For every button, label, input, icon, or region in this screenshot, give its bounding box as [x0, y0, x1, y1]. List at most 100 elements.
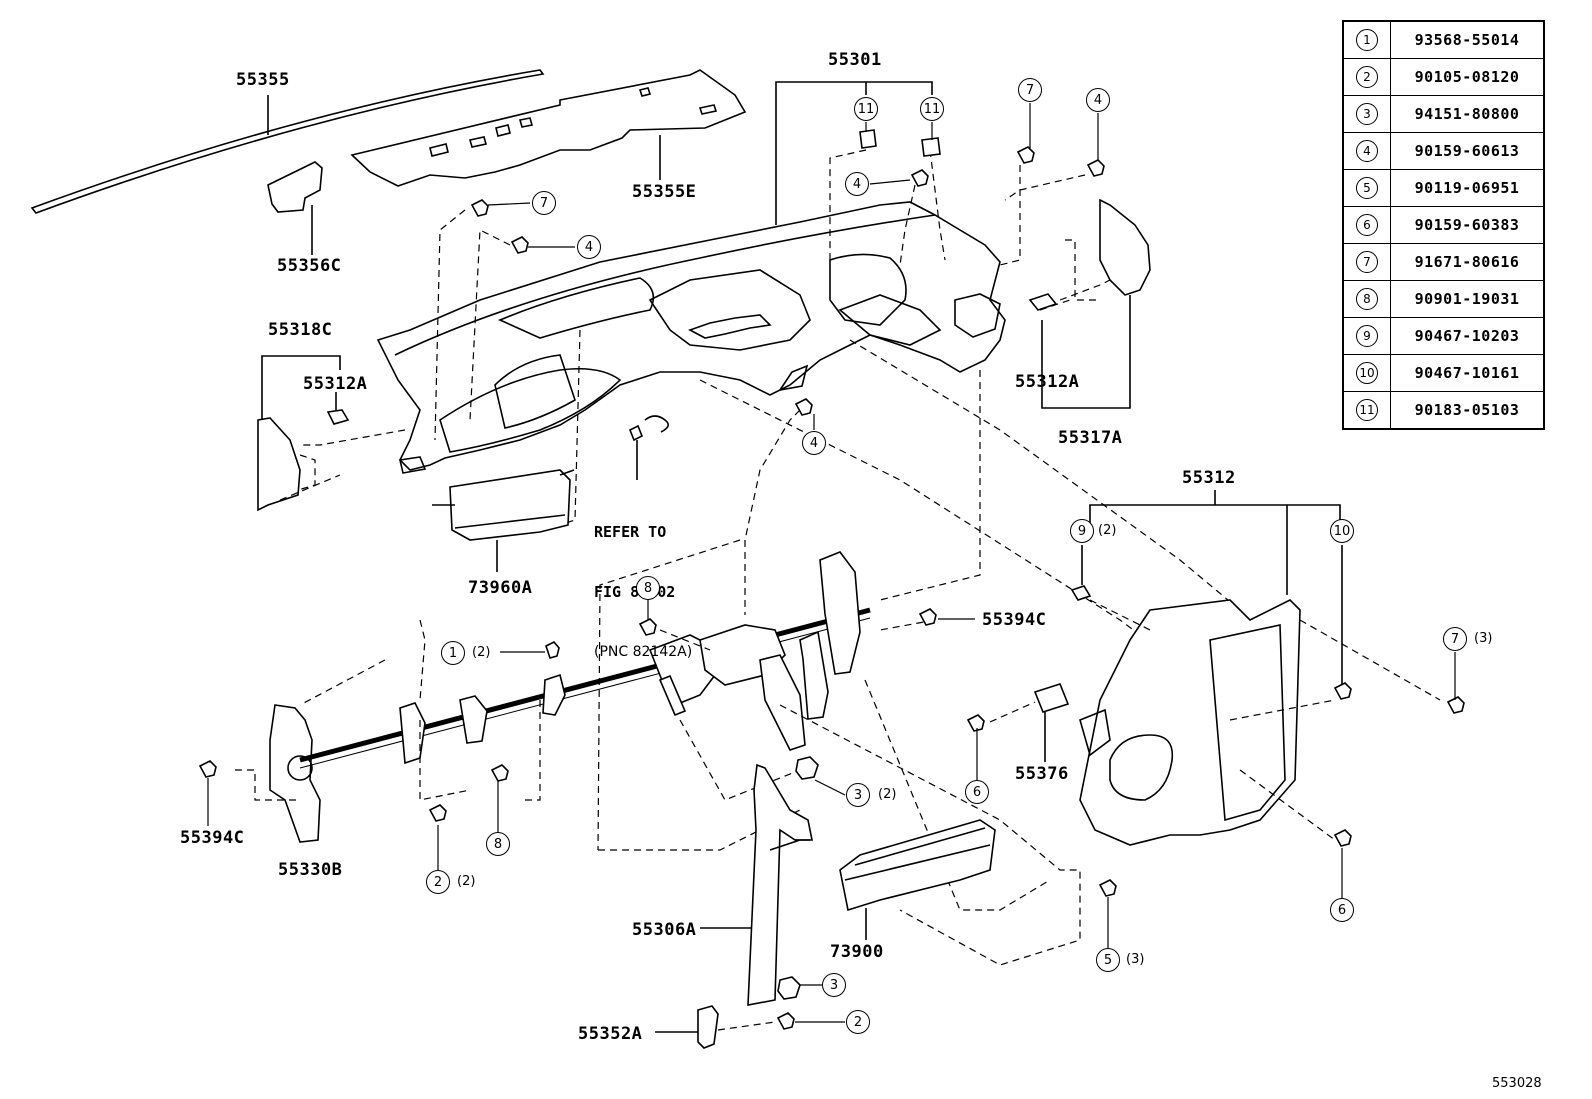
callout-1: 1: [441, 641, 465, 665]
callout-10: 10: [1330, 519, 1354, 543]
bolt-icon: [1333, 829, 1352, 847]
part-55312-glovebox: [1079, 599, 1301, 846]
part-55352A-bracket: [697, 1005, 719, 1049]
bolt-icon: [490, 764, 509, 782]
callout-2: 2: [426, 870, 450, 894]
qty-7: (3): [1474, 631, 1493, 646]
part-55317A-cover: [1099, 198, 1151, 296]
label-55301: 55301: [828, 50, 882, 70]
part-55318C-cover: [257, 417, 301, 512]
part-55355E-plate: [350, 69, 747, 187]
part-55355-strip: [30, 69, 545, 214]
clip-icon: [921, 137, 941, 157]
label-73960A: 73960A: [468, 578, 533, 598]
label-55355E: 55355E: [632, 182, 697, 202]
callout-9: 9: [1070, 519, 1094, 543]
leader-55312: [1089, 504, 1341, 530]
part-73900-airbag: [839, 819, 996, 912]
legend-key: 11: [1356, 399, 1378, 421]
legend-key-cell: 4: [1342, 132, 1391, 170]
legend-part-number: 90183-05103: [1390, 391, 1545, 430]
bolt-icon: [910, 169, 929, 187]
callout-6: 6: [965, 780, 989, 804]
nut-3a: [795, 756, 819, 780]
bolt-icon: [545, 641, 560, 659]
bolt-icon: [918, 608, 937, 626]
legend-key-cell: 5: [1342, 169, 1391, 207]
legend-key-cell: 11: [1342, 391, 1391, 430]
legend-part-number: 90105-08120: [1390, 58, 1545, 96]
legend-key-cell: 3: [1342, 95, 1391, 133]
legend-part-number: 91671-80616: [1390, 243, 1545, 281]
callout-8: 8: [636, 576, 660, 600]
part-73960A-airbag: [449, 469, 571, 541]
bolt-icon: [470, 199, 489, 217]
legend-row: 7 91671-80616: [1342, 243, 1545, 281]
bolt-icon: [1446, 696, 1465, 714]
label-55355: 55355: [236, 70, 290, 90]
legend-key: 9: [1356, 325, 1378, 347]
legend-part-number: 90467-10161: [1390, 354, 1545, 392]
callout-7: 7: [1018, 78, 1042, 102]
callout-6: 6: [1330, 898, 1354, 922]
qty-2: (2): [457, 874, 476, 889]
label-73900: 73900: [830, 942, 884, 962]
part-55330B-bracket: [269, 704, 321, 843]
part-55356C-pad: [267, 161, 323, 213]
label-55312: 55312: [1182, 468, 1236, 488]
label-55317A: 55317A: [1058, 428, 1123, 448]
refer-line-1: REFER TO: [594, 523, 667, 541]
callout-3: 3: [822, 973, 846, 997]
part-55376-bracket: [1033, 683, 1070, 713]
label-55376: 55376: [1015, 764, 1069, 784]
legend-key: 10: [1356, 362, 1378, 384]
label-55312A-right: 55312A: [1015, 372, 1080, 392]
legend-row: 3 94151-80800: [1342, 95, 1545, 133]
legend-part-number: 94151-80800: [1390, 95, 1545, 133]
part-55312A-left-clip: [326, 409, 350, 425]
bolt-icon: [510, 236, 529, 254]
legend-part-number: 90159-60613: [1390, 132, 1545, 170]
bolt-icon: [198, 760, 217, 778]
legend-key-cell: 9: [1342, 317, 1391, 355]
callout-4: 4: [845, 172, 869, 196]
label-55394C-left: 55394C: [180, 828, 245, 848]
legend-key-cell: 8: [1342, 280, 1391, 318]
legend-row: 11 90183-05103: [1342, 391, 1545, 430]
leader-55317A: [1041, 295, 1131, 409]
bolt-icon: [794, 398, 813, 416]
legend-key: 1: [1356, 29, 1378, 51]
callout-3: 3: [846, 783, 870, 807]
part-55312A-right-clip: [1028, 293, 1058, 311]
legend-part-number: 90119-06951: [1390, 169, 1545, 207]
legend-key: 3: [1356, 103, 1378, 125]
part-9-clip: [1070, 585, 1092, 601]
legend-key-cell: 1: [1342, 20, 1391, 59]
callout-7: 7: [532, 191, 556, 215]
callout-4: 4: [577, 235, 601, 259]
figure-id: 553028: [1492, 1076, 1542, 1091]
bolt-icon: [1086, 159, 1105, 177]
legend-key: 6: [1356, 214, 1378, 236]
qty-1: (2): [472, 645, 491, 660]
clip-icon: [859, 129, 877, 149]
callout-5: 5: [1096, 948, 1120, 972]
qty-3: (2): [878, 787, 897, 802]
legend-key: 7: [1356, 251, 1378, 273]
legend-key-cell: 6: [1342, 206, 1391, 244]
label-55306A: 55306A: [632, 920, 697, 940]
legend-key-cell: 2: [1342, 58, 1391, 96]
label-55330B: 55330B: [278, 860, 343, 880]
label-55394C-right: 55394C: [982, 610, 1047, 630]
nut-3b: [777, 976, 801, 1000]
bolt-icon: [1098, 879, 1117, 897]
callout-7: 7: [1443, 627, 1467, 651]
